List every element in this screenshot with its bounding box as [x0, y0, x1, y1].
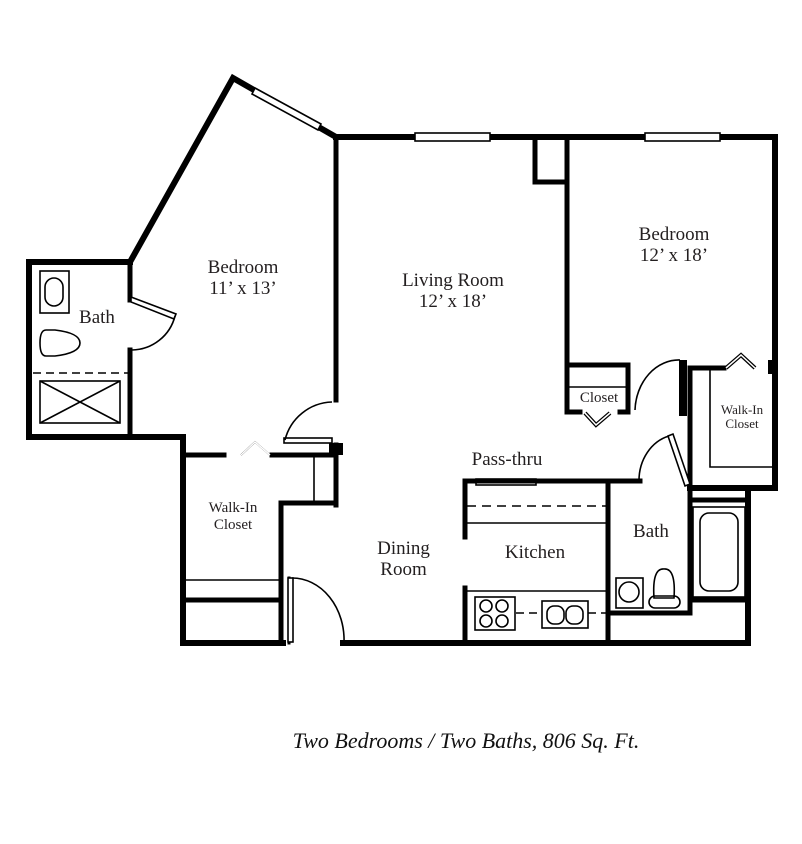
interior-walls	[127, 134, 775, 646]
room-size: 11’ x 13’	[209, 277, 277, 299]
room-label-pass-thru: Pass-thru	[452, 449, 562, 471]
room-name: Bedroom	[207, 257, 279, 278]
room-label-closet-right: Closet	[570, 390, 628, 407]
room-name: Closet	[579, 390, 619, 406]
room-size: 12’ x 18’	[418, 290, 488, 312]
room-label-walkin-right: Walk-In Closet	[710, 402, 774, 432]
room-name-line2: Room	[380, 558, 427, 580]
room-name-line1: Walk-In	[720, 402, 764, 417]
room-name-line2: Closet	[725, 416, 759, 432]
room-label-dining-room: Dining Room	[356, 538, 451, 581]
room-name: Bath	[79, 307, 115, 328]
floorplan-caption: Two Bedrooms / Two Baths, 806 Sq. Ft.	[292, 728, 640, 753]
room-name: Bedroom	[638, 224, 710, 245]
doors	[130, 295, 757, 644]
room-label-bedroom-left: Bedroom 11’ x 13’	[188, 257, 298, 300]
room-label-bath-right: Bath	[618, 521, 684, 543]
room-label-kitchen: Kitchen	[480, 542, 590, 564]
room-name: Kitchen	[504, 542, 566, 563]
room-name: Bath	[633, 521, 669, 542]
room-label-bath-left: Bath	[68, 307, 126, 329]
room-label-bedroom-right: Bedroom 12’ x 18’	[614, 224, 734, 267]
room-label-walkin-left: Walk-In Closet	[188, 500, 278, 533]
room-label-living-room: Living Room 12’ x 18’	[378, 270, 528, 313]
fixtures	[33, 270, 746, 631]
room-name: Pass-thru	[471, 449, 543, 470]
room-size: 12’ x 18’	[639, 244, 709, 266]
room-name-line1: Walk-In	[208, 500, 258, 516]
room-name-line1: Dining	[377, 538, 430, 559]
room-name: Living Room	[402, 270, 504, 291]
room-name-line2: Closet	[213, 516, 253, 533]
